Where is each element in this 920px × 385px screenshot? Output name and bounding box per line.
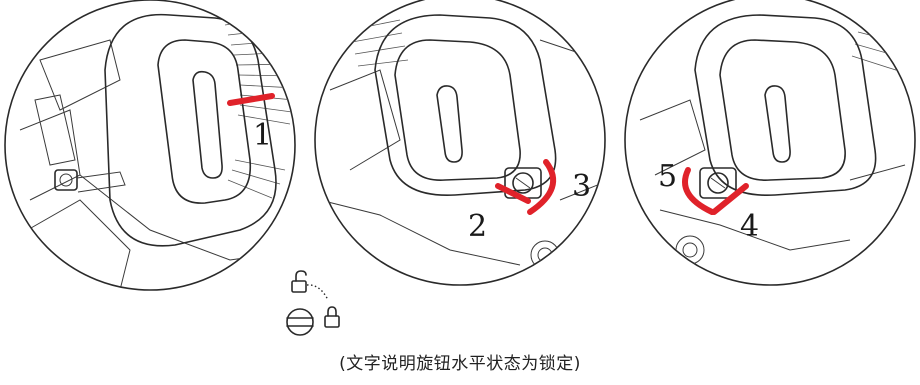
knob-marker-2 (495, 183, 531, 204)
step-label-4: 4 (740, 209, 759, 244)
panel-3: 5 4 (624, 0, 916, 286)
knob-marker-4 (711, 183, 749, 215)
latch-marker-1 (227, 93, 275, 106)
step-label-1: 1 (253, 118, 272, 153)
knob-marker-3 (527, 159, 557, 215)
fan-grille (224, 14, 295, 199)
step-label-5: 5 (658, 159, 677, 194)
panel-2: 2 3 (314, 0, 606, 286)
step-label-2: 2 (468, 209, 487, 244)
panel-1: 1 (4, 0, 296, 291)
caption: (文字说明旋钮水平状态为锁定) (339, 354, 581, 374)
knob-marker-5 (682, 167, 715, 215)
transition-arrow (306, 284, 329, 301)
lock-legend (286, 270, 340, 336)
locked-padlock-icon (324, 306, 340, 328)
knob-horizontal-icon (286, 308, 314, 336)
unlocked-padlock-icon (291, 270, 307, 293)
step-label-3: 3 (572, 169, 591, 204)
